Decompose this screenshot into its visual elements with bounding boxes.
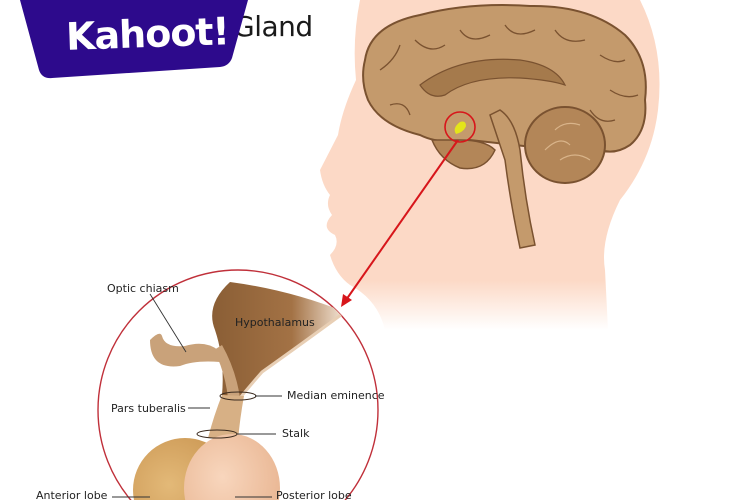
label-posterior-lobe: Posterior lobe [276, 489, 352, 502]
label-stalk: Stalk [282, 427, 310, 440]
label-anterior-lobe: Anterior lobe [36, 489, 108, 502]
label-optic-chiasm: Optic chiasm [107, 282, 179, 295]
pointer-arrow [341, 139, 459, 307]
brain [362, 4, 647, 249]
kahoot-logo-badge [20, 0, 248, 79]
pituitary-highlight-circle [444, 111, 476, 143]
leader-lines [112, 293, 282, 498]
label-median-eminence: Median eminence [287, 389, 385, 402]
pituitary-inset [133, 282, 346, 500]
label-pars-tuberalis: Pars tuberalis [111, 402, 186, 415]
label-hypothalamus: Hypothalamus [235, 316, 315, 329]
diagram-title: Gland [233, 10, 313, 43]
pituitary-highlight [454, 121, 466, 134]
kahoot-logo-text: Kahoot! [65, 9, 230, 59]
